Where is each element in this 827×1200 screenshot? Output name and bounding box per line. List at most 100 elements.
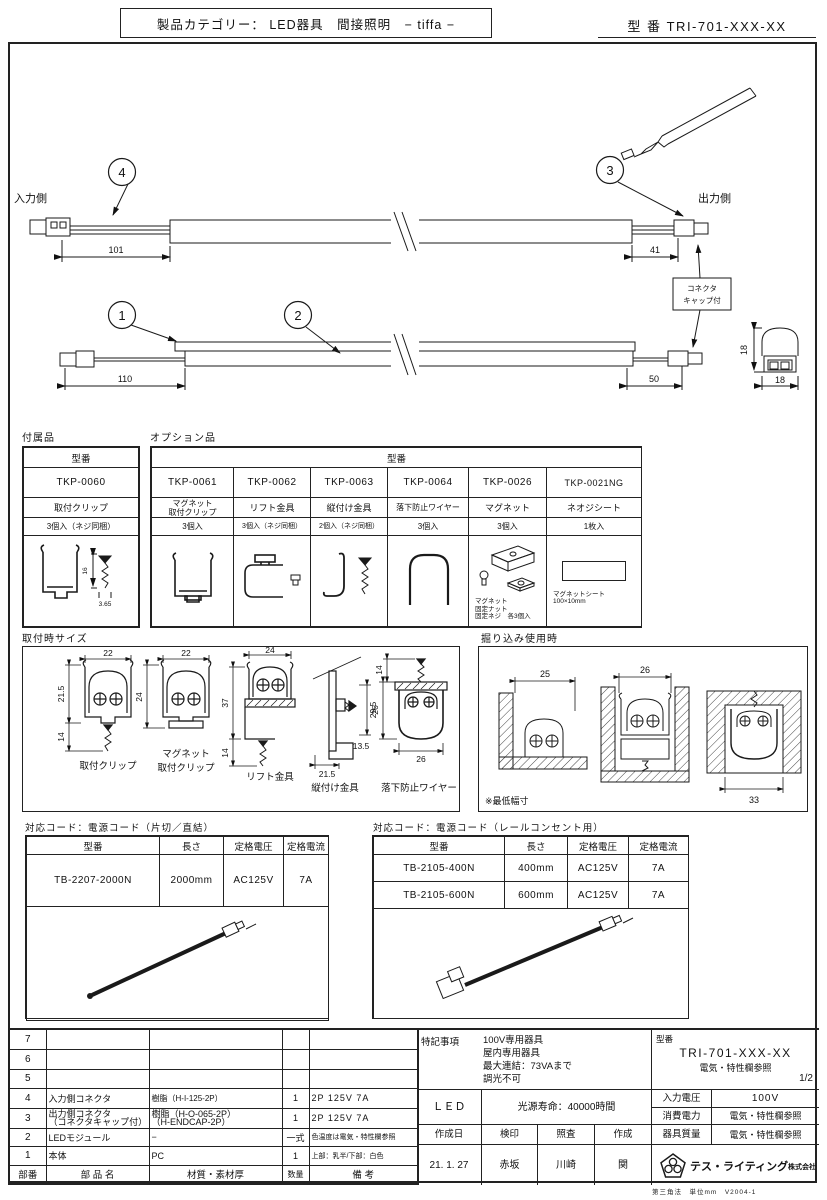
part-no: 2 — [8, 1127, 47, 1147]
options-icon-row: マグネット 固定ナット 固定ネジ 各3個入 マグネットシート 100×10mm — [151, 535, 643, 627]
company-logo-icon — [660, 1153, 686, 1178]
col-header: 定格電圧 — [567, 836, 629, 855]
dim-label: 14 — [220, 748, 230, 758]
dim-label: 14 — [56, 732, 66, 742]
accessory-model: TKP-0060 — [23, 467, 139, 498]
part-qty: 1 — [281, 1145, 310, 1166]
accessory-qty: 3個入（ネジ同梱） — [23, 517, 139, 536]
cord-left-title: 対応コード：電源コード（片切／直結） — [25, 823, 215, 834]
cap-note-line1: コネクタ — [687, 284, 717, 293]
option-name: マグネット — [468, 497, 547, 518]
spec-block: 特記事項 100V専用器具 屋内専用器具 最大連結：73VAまで 調光不可 型番… — [417, 1028, 819, 1185]
options-qty-row: 3個入 3個入（ネジ同梱） 2個入（ネジ同梱） 3個入 3個入 1枚入 — [151, 517, 643, 536]
part-qty — [281, 1048, 310, 1070]
parts-header-row: 部番部 品 名材質・素材厚数量備 考 — [8, 1164, 419, 1185]
cord-voltage: AC125V — [223, 854, 284, 907]
weight-label: 器具質量 — [652, 1124, 712, 1144]
dim-18-height: 18 — [739, 345, 749, 355]
neoji-sheet-icon — [562, 560, 626, 581]
callout-1: 1 — [118, 308, 125, 323]
dim-label: 37 — [220, 698, 230, 708]
connector-cap-callout — [672, 244, 732, 348]
part-note: 2P 125V 7A — [308, 1087, 419, 1109]
part-material: PC — [148, 1145, 283, 1166]
part-name: 出力側コネクタ （コネクタキャップ付） — [45, 1107, 150, 1129]
magnet-icon — [479, 545, 535, 592]
check-label: 検印 — [482, 1124, 538, 1144]
cord-left-table: 型番 長さ 定格電圧 定格電流 TB-2207-2000N 2000mm AC1… — [25, 835, 329, 1021]
dim-label: 21.5 — [56, 685, 66, 702]
dim-label: 24 — [134, 692, 144, 702]
part-qty — [281, 1028, 310, 1050]
author-label: 作成 — [595, 1124, 652, 1144]
cord-current: 7A — [628, 881, 689, 909]
part-no: 5 — [8, 1068, 47, 1089]
part-note — [308, 1068, 419, 1089]
recessed-dim-25: 25 — [540, 669, 550, 679]
part-material — [148, 1028, 283, 1050]
page-number: 1/2 — [799, 1073, 813, 1084]
company-name: テス・ライティング — [690, 1161, 789, 1173]
options-name-row: マグネット 取付クリップ リフト金具 縦付け金具 落下防止ワイヤー マグネット … — [151, 497, 643, 518]
part-name — [45, 1028, 150, 1050]
option-qty: 1枚入 — [545, 517, 643, 536]
model-label: 型番 — [656, 1034, 674, 1044]
option-qty: 2個入（ネジ同梱） — [310, 517, 388, 536]
part-material: 樹脂（H-I-125-2P） — [148, 1087, 283, 1109]
cross-section-view — [751, 322, 799, 390]
part-qty: 1 — [281, 1087, 310, 1109]
table-row: 6 — [8, 1048, 419, 1070]
fixture-side-view — [57, 300, 703, 390]
part-qty: 一式 — [281, 1127, 310, 1147]
projection-note: 第三角法 単位mm V2004-1 — [652, 1189, 757, 1196]
option-model: TKP-0064 — [387, 467, 469, 498]
options-model-row: TKP-0061 TKP-0062 TKP-0063 TKP-0064 TKP-… — [151, 467, 643, 498]
recessed-dim-33: 33 — [749, 795, 759, 805]
cord-model: TB-2105-400N — [373, 854, 505, 882]
header-part-no: 部番 — [8, 1164, 47, 1185]
part-name: 本体 — [45, 1145, 150, 1166]
options-title: オプション品 — [150, 433, 216, 444]
callout-2: 2 — [294, 308, 301, 323]
callout-4: 4 — [118, 165, 125, 180]
special-notes-text: 100V専用器具 屋内専用器具 最大連結：73VAまで 調光不可 — [483, 1035, 573, 1085]
dim-41: 41 — [650, 245, 660, 255]
col-header: 型番 — [26, 836, 160, 855]
option-model: TKP-0063 — [310, 467, 388, 498]
part-note — [308, 1048, 419, 1070]
part-qty — [281, 1068, 310, 1089]
mounting-diagrams: 22 21.5 14 取付クリップ 22 24 マグネット 取付クリップ 24 … — [56, 645, 457, 794]
power-cord-drawing — [86, 920, 256, 999]
options-col-header: 型番 — [150, 447, 643, 468]
special-notes-label: 特記事項 — [421, 1037, 460, 1048]
option-name: マグネット 取付クリップ — [151, 497, 234, 518]
dim-label: 29.5 — [368, 701, 378, 718]
model-value: TRI-701-XXX-XX — [679, 1046, 792, 1060]
part-no: 6 — [8, 1048, 47, 1070]
recessed-note: ※最低幅寸 — [485, 796, 529, 806]
table-row: 5 — [8, 1068, 419, 1089]
part-material: 樹脂（H-O-065-2P） （H-ENDCAP-2P） — [148, 1107, 283, 1129]
mounting-box: 22 21.5 14 取付クリップ 22 24 マグネット 取付クリップ 24 … — [22, 645, 460, 812]
part-name: LEDモジュール — [45, 1127, 150, 1147]
part-note: 2P 125V 7A — [308, 1107, 419, 1129]
option-model: TKP-0026 — [468, 467, 547, 498]
recessed-box: 25 26 33 ※最低幅寸 — [478, 646, 808, 812]
cap-note-line2: キャップ付 — [683, 295, 721, 305]
model-sub: 電気・特性欄参照 — [699, 1063, 772, 1073]
option-name: 縦付け金具 — [310, 497, 388, 518]
dim-101: 101 — [108, 245, 123, 255]
rail-cord-drawing — [435, 914, 633, 1000]
option-qty: 3個入（ネジ同梱） — [233, 517, 311, 536]
accessory-name: 取付クリップ — [23, 497, 139, 518]
life-cell: 光源寿命：40000時間 — [482, 1089, 652, 1124]
col-header: 長さ — [159, 836, 224, 855]
sheet-note: マグネットシート 100×10mm — [553, 590, 605, 606]
part-material: − — [148, 1127, 283, 1147]
model-cell: 型番 TRI-701-XXX-XX 電気・特性欄参照 1/2 — [652, 1030, 819, 1089]
